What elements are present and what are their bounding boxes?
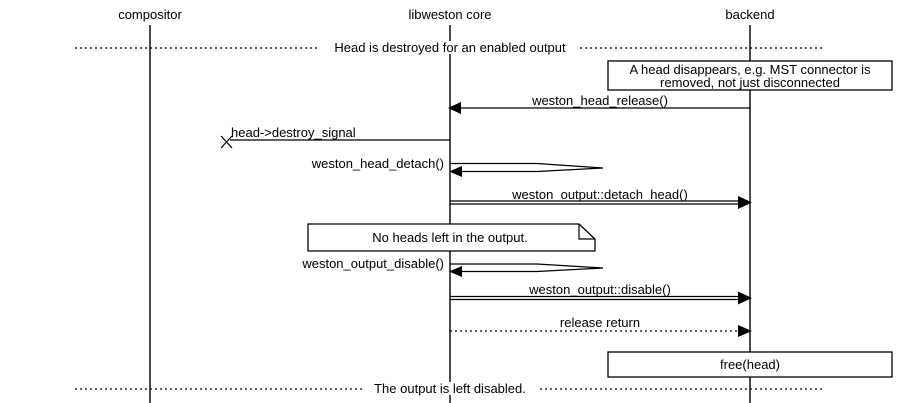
arrowhead-left-icon <box>449 166 462 177</box>
divider-label-backdrop <box>320 41 580 54</box>
arrow-head-destroy-signal: head->destroy_signal <box>220 125 450 149</box>
message-weston-head-detach: weston_head_detach() <box>311 156 444 171</box>
note-box <box>607 60 893 91</box>
arrow-weston-head-release: weston_head_release() <box>448 93 750 114</box>
divider-label-backdrop <box>362 382 538 395</box>
divider-head-destroyed: Head is destroyed for an enabled output <box>75 40 825 55</box>
free-head-label: free(head) <box>720 357 780 372</box>
arrow-weston-output-detach-head: weston_output::detach_head() <box>450 187 752 209</box>
divider-bottom-label: The output is left disabled. <box>374 381 526 396</box>
message-weston-head-release: weston_head_release() <box>531 93 668 108</box>
divider-top-label: Head is destroyed for an enabled output <box>334 40 566 55</box>
self-call-loop <box>450 263 604 273</box>
message-weston-output-detach-head: weston_output::detach_head() <box>511 187 688 202</box>
divider-output-disabled: The output is left disabled. <box>75 381 825 396</box>
arrowhead-right-icon <box>738 325 752 337</box>
note-head-disappears-line1: A head disappears, e.g. MST connector is <box>629 62 871 77</box>
note-outline <box>307 223 596 252</box>
arrowhead-right-icon <box>738 196 752 209</box>
participant-backend: backend <box>725 7 774 22</box>
note-head-disappears: A head disappears, e.g. MST connector is… <box>607 60 893 91</box>
participant-compositor: compositor <box>118 7 182 22</box>
box-free-head: free(head) <box>607 351 893 378</box>
arrow-release-return: release return <box>450 315 752 337</box>
message-weston-output-disable: weston_output_disable() <box>301 256 444 271</box>
arrow-weston-output-disable-self: weston_output_disable() <box>301 256 604 277</box>
arrowhead-left-icon <box>449 266 462 277</box>
note-head-disappears-line2: removed, not just disconnected <box>660 75 840 90</box>
note-no-heads-label: No heads left in the output. <box>372 230 527 245</box>
arrow-weston-output-disable-call: weston_output::disable() <box>450 282 752 305</box>
arrow-weston-head-detach: weston_head_detach() <box>311 156 604 177</box>
note-fold-icon <box>578 224 595 240</box>
participant-libweston-core: libweston core <box>408 7 491 22</box>
arrowhead-right-icon <box>738 291 752 305</box>
free-head-box <box>607 351 893 378</box>
message-head-destroy-signal: head->destroy_signal <box>231 125 356 140</box>
message-weston-output-disable-call: weston_output::disable() <box>528 282 671 297</box>
note-no-heads-left: No heads left in the output. <box>307 223 596 252</box>
message-release-return: release return <box>560 315 640 330</box>
arrowhead-left-icon <box>448 102 461 114</box>
self-call-loop <box>450 162 604 173</box>
lost-message-x-icon <box>220 135 233 149</box>
